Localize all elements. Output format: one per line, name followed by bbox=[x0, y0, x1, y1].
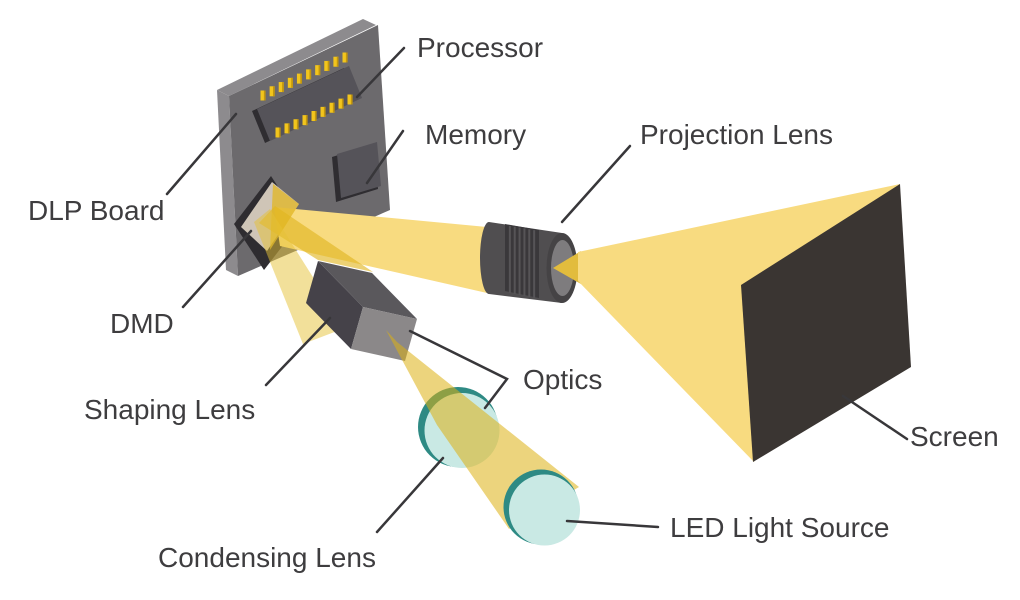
processor-pin bbox=[311, 111, 317, 121]
processor-pin-shade bbox=[336, 56, 339, 67]
label-memory: Memory bbox=[425, 119, 526, 150]
processor-pin-shade bbox=[296, 119, 299, 130]
processor-pin-shade bbox=[309, 69, 312, 80]
projection-lens-knurl-stripes bbox=[508, 225, 536, 298]
processor-pin-shade bbox=[314, 111, 317, 121]
processor-pin-shade bbox=[273, 86, 275, 97]
processor-pin bbox=[342, 52, 348, 63]
projection-lens-exit-glow bbox=[553, 251, 581, 284]
shaping-lens-left-face bbox=[306, 261, 363, 349]
processor-pin-shade bbox=[345, 52, 348, 63]
processor-pin bbox=[269, 86, 275, 97]
label-screen: Screen bbox=[910, 421, 999, 452]
labels: Processor Memory Projection Lens DLP Boa… bbox=[28, 32, 999, 573]
processor-pins-bottom bbox=[275, 94, 353, 138]
processor-pin bbox=[324, 60, 330, 71]
processor-pin-shade bbox=[291, 77, 293, 88]
processor-chip bbox=[252, 52, 362, 143]
processor-pin bbox=[284, 123, 290, 134]
label-condensing-lens: Condensing Lens bbox=[158, 542, 376, 573]
label-processor: Processor bbox=[417, 32, 543, 63]
led-light-source bbox=[503, 469, 580, 546]
memory-chip bbox=[332, 142, 381, 202]
dlp-board-left-edge bbox=[217, 90, 238, 276]
leader-lines bbox=[165, 46, 909, 534]
beam-shaping-lens-to-dmd bbox=[259, 206, 373, 272]
leader-shaping-lens bbox=[264, 316, 332, 387]
processor-pin-shade bbox=[305, 115, 308, 126]
processor-pin-shade bbox=[287, 123, 290, 134]
processor-pin bbox=[329, 102, 335, 113]
label-optics: Optics bbox=[523, 364, 602, 395]
beam-dmd-to-projection-lens bbox=[274, 207, 487, 293]
leader-dlp-board bbox=[165, 112, 238, 196]
processor-pin bbox=[338, 98, 344, 109]
shaping-lens-top-face bbox=[318, 261, 417, 319]
leader-projection-lens bbox=[560, 144, 632, 224]
processor-pin bbox=[315, 65, 321, 76]
leader-memory bbox=[365, 129, 405, 185]
processor-pin-shade bbox=[332, 102, 335, 113]
processor-pin bbox=[287, 77, 293, 88]
projection-lens bbox=[480, 222, 581, 303]
processor-pin-shade bbox=[323, 106, 326, 117]
leader-led-light-source bbox=[565, 519, 660, 529]
processor-pin bbox=[306, 69, 312, 80]
leader-processor bbox=[355, 46, 406, 99]
processor-pin bbox=[293, 119, 299, 130]
processor-pin-shade bbox=[263, 90, 266, 101]
processor-pin-shade bbox=[350, 94, 353, 105]
leader-dmd bbox=[181, 229, 253, 309]
dlp-board-top-edge bbox=[217, 19, 376, 96]
processor-pin-shade bbox=[282, 82, 284, 93]
processor-pin bbox=[302, 115, 308, 126]
leader-condensing-lens bbox=[375, 456, 445, 534]
processor-chip-face bbox=[257, 66, 362, 141]
shaping-lens bbox=[306, 261, 417, 361]
processor-pins-top bbox=[260, 52, 348, 101]
processor-pin bbox=[320, 106, 326, 117]
processor-pin bbox=[260, 90, 266, 101]
leader-optics bbox=[408, 329, 509, 410]
label-led-light-source: LED Light Source bbox=[670, 512, 889, 543]
screen-panel bbox=[741, 184, 911, 462]
processor-pin-shade bbox=[327, 60, 330, 71]
processor-pin bbox=[333, 56, 339, 67]
leader-screen bbox=[841, 394, 909, 441]
processor-pin bbox=[278, 82, 284, 93]
memory-chip-face bbox=[337, 142, 381, 198]
label-projection-lens: Projection Lens bbox=[640, 119, 833, 150]
projection-lens-focus-ring bbox=[505, 224, 539, 298]
processor-pin-shade bbox=[300, 73, 303, 84]
processor-pin bbox=[275, 127, 281, 138]
led-glass bbox=[509, 474, 580, 546]
label-dlp-board: DLP Board bbox=[28, 195, 164, 226]
processor-pin-shade bbox=[318, 65, 321, 76]
label-shaping-lens: Shaping Lens bbox=[84, 394, 255, 425]
processor-pin bbox=[347, 94, 353, 105]
label-dmd: DMD bbox=[110, 308, 174, 339]
processor-pin-shade bbox=[341, 98, 344, 109]
processor-pin-shade bbox=[278, 127, 281, 138]
processor-pin bbox=[296, 73, 302, 84]
